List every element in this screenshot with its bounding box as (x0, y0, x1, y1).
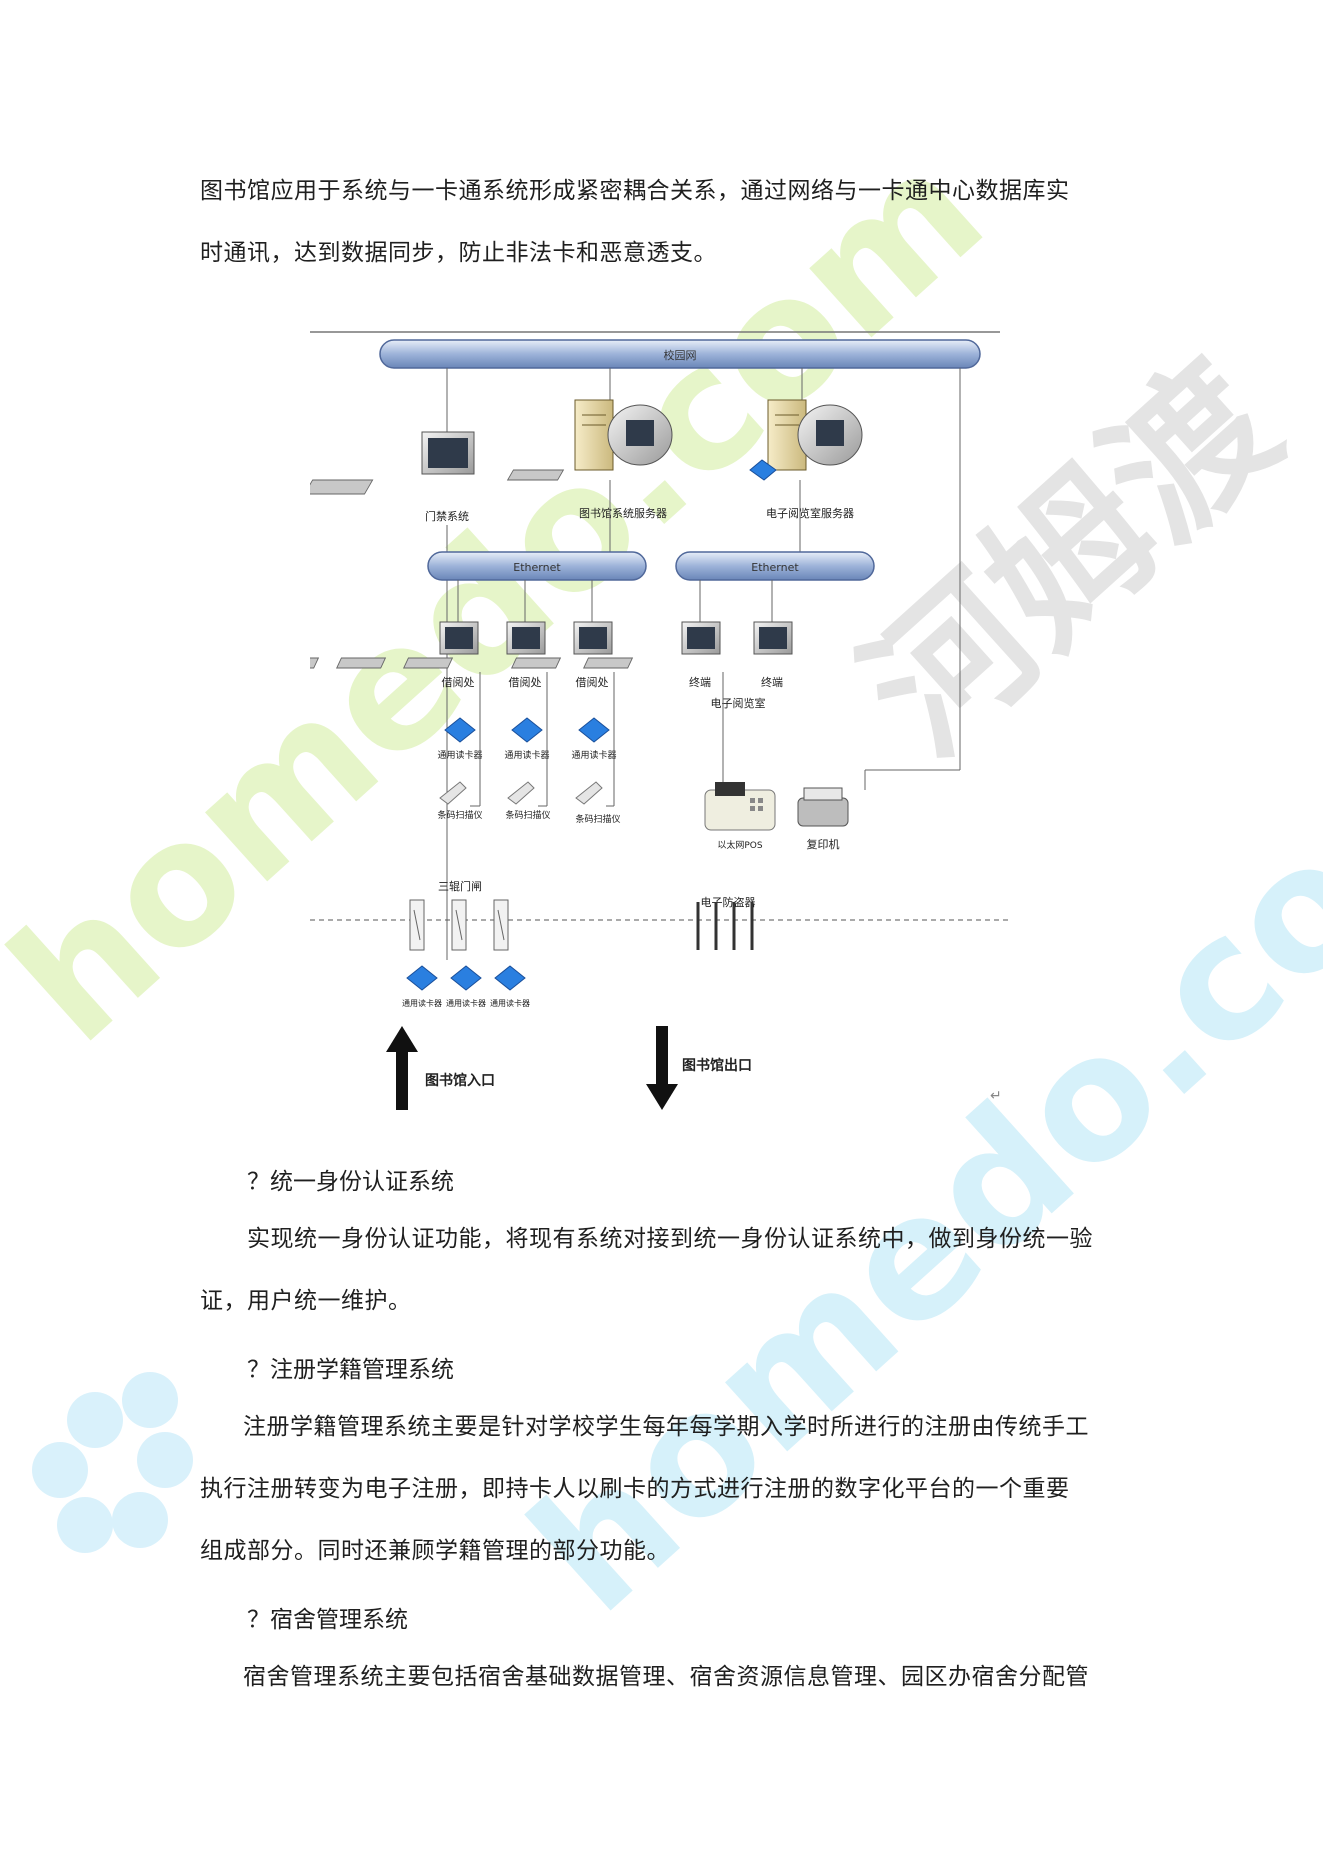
gate-reader-label-1: 通用读卡器 (402, 998, 442, 1008)
section-registration-line-2: 执行注册转变为电子注册，即持卡人以刷卡的方式进行注册的数字化平台的一个重要 (200, 1476, 1070, 1502)
section-dormitory-line-1: 宿舍管理系统主要包括宿舍基础数据管理、宿舍资源信息管理、园区办宿舍分配管 (243, 1664, 1089, 1690)
barcode-label-1: 条码扫描仪 (437, 809, 482, 821)
return-mark: ↵ (990, 1088, 1002, 1104)
copier-icon (797, 787, 849, 827)
gate-card-reader-icons (406, 965, 526, 991)
entrance-label: 图书馆入口 (425, 1072, 495, 1089)
exit-arrow-icon (646, 1026, 678, 1110)
section-identity-line-1: 实现统一身份认证功能，将现有系统对接到统一身份认证系统中，做到身份统一验 (247, 1226, 1093, 1252)
turnstile-icons (409, 899, 509, 951)
intro-line-2: 时通讯，达到数据同步，防止非法卡和恶意透支。 (200, 240, 717, 266)
barcode-scanner-icons (439, 781, 603, 805)
section-heading-dormitory: ？宿舍管理系统 (247, 1607, 408, 1633)
section-registration-line-1: 注册学籍管理系统主要是针对学校学生每年每学期入学时所进行的注册由传统手工 (243, 1414, 1089, 1440)
entrance-arrow-icon (386, 1026, 418, 1110)
circulation-label-2: 借阅处 (509, 676, 542, 689)
section-heading-registration: ？注册学籍管理系统 (247, 1357, 454, 1383)
campus-network-bus (379, 339, 981, 369)
terminal-pcs (510, 580, 793, 669)
ethernet-pos-label: 以太网POS (717, 839, 763, 851)
circulation-label-3: 借阅处 (576, 676, 609, 689)
library-server-icon (506, 399, 673, 481)
gate-reader-label-3: 通用读卡器 (490, 998, 530, 1008)
ereading-room-label: 电子阅览室 (711, 696, 766, 710)
ethernet-pos-icon (704, 782, 776, 831)
ereading-server-label: 电子阅览室服务器 (766, 506, 854, 520)
ethernet-bus-left (427, 551, 647, 581)
ethernet-left-label: Ethernet (513, 561, 561, 574)
card-reader-label-2: 通用读卡器 (504, 749, 549, 761)
ethernet-right-label: Ethernet (751, 561, 799, 574)
barcode-label-2: 条码扫描仪 (505, 809, 550, 821)
library-network-diagram: 校园网 门禁系统 图书馆系统服务器 电子阅览室服务器 Ethernet Ethe… (310, 331, 1010, 1110)
ereading-server-icon (749, 399, 863, 481)
ethernet-bus-right (675, 551, 875, 581)
section-identity-line-2: 证，用户统一维护。 (200, 1288, 412, 1314)
turnstile-label: 三辊门闸 (438, 879, 482, 893)
section-heading-identity: ？统一身份认证系统 (247, 1169, 454, 1195)
terminal-label-2: 终端 (761, 675, 783, 689)
gate-system-label: 门禁系统 (425, 509, 469, 523)
card-reader-icons (444, 717, 610, 743)
anti-theft-gate-icons (696, 902, 754, 950)
gate-reader-label-2: 通用读卡器 (446, 998, 486, 1008)
library-server-label: 图书馆系统服务器 (579, 506, 667, 520)
terminal-label-1: 终端 (689, 675, 711, 689)
section-registration-line-3: 组成部分。同时还兼顾学籍管理的部分功能。 (200, 1538, 670, 1564)
card-reader-label-1: 通用读卡器 (437, 749, 482, 761)
barcode-label-3: 条码扫描仪 (575, 813, 620, 825)
campus-network-label: 校园网 (664, 348, 697, 362)
copier-label: 复印机 (807, 837, 840, 851)
card-reader-label-3: 通用读卡器 (571, 749, 616, 761)
exit-label: 图书馆出口 (682, 1057, 752, 1074)
circulation-label-1: 借阅处 (442, 676, 475, 689)
watermark-flower-icon (32, 1372, 193, 1553)
circulation-pcs (310, 580, 613, 669)
anti-theft-label: 电子防盗器 (701, 895, 756, 909)
gate-system-pc-icon (310, 431, 475, 495)
intro-line-1: 图书馆应用于系统与一卡通系统形成紧密耦合关系，通过网络与一卡通中心数据库实 (200, 178, 1070, 204)
